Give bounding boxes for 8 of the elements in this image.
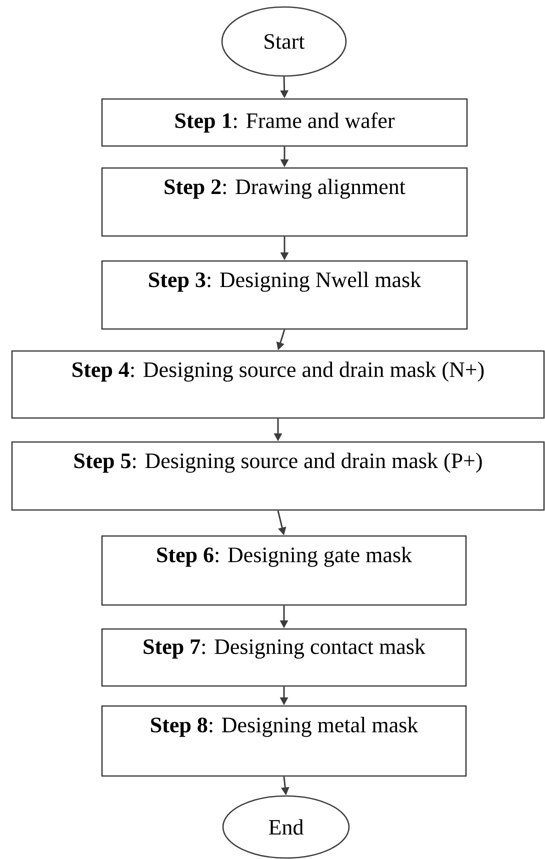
process-box: Step 3: Designing Nwell mask bbox=[101, 260, 468, 330]
process-box: Step 6: Designing gate mask bbox=[101, 535, 467, 606]
process-box: Step 4: Designing source and drain mask (N+) bbox=[11, 350, 545, 419]
process-box: Step 2: Drawing alignment bbox=[101, 167, 468, 237]
process-box: Step 1: Frame and wafer bbox=[101, 98, 468, 147]
process-box: Step 7: Designing contact mask bbox=[101, 628, 467, 687]
process-box: Step 5: Designing source and drain mask (P+) bbox=[11, 441, 545, 511]
process-box: Step 8: Designing metal mask bbox=[101, 705, 467, 777]
